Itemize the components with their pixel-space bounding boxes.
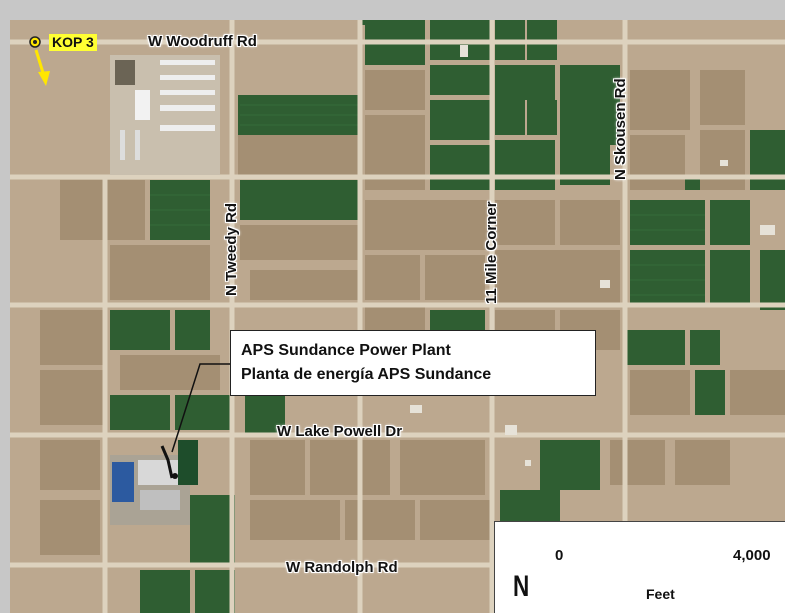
road-label-lake-powell: W Lake Powell Dr: [277, 423, 403, 440]
aerial-map: [10, 20, 785, 613]
road-label-woodruff: W Woodruff Rd: [148, 33, 257, 50]
field-rows: [150, 104, 705, 296]
scale-unit-label: Feet: [646, 586, 675, 602]
kop-label: KOP 3: [49, 34, 97, 51]
kop-marker: [29, 36, 50, 86]
homesteads: [410, 45, 775, 466]
scale-start-label: 0: [555, 547, 564, 564]
legend-box: [494, 521, 785, 613]
road-label-11-mile-corner: 11 Mile Corner: [483, 201, 500, 304]
scale-end-label: 4,000: [733, 547, 771, 564]
callout-leader: [171, 363, 230, 453]
callout-line-english: APS Sundance Power Plant: [241, 342, 451, 359]
callout-line-spanish: Planta de energía APS Sundance: [241, 366, 492, 383]
north-letter: N: [513, 570, 530, 603]
road-label-randolph: W Randolph Rd: [286, 559, 398, 576]
fallow-fields: [40, 70, 785, 555]
facility-buildings: [110, 55, 220, 175]
road-label-skousen: N Skousen Rd: [612, 78, 629, 180]
road-label-tweedy: N Tweedy Rd: [223, 202, 240, 296]
plant-callout: APS Sundance Power Plant Planta de energ…: [230, 330, 596, 396]
power-plant: [110, 440, 198, 525]
